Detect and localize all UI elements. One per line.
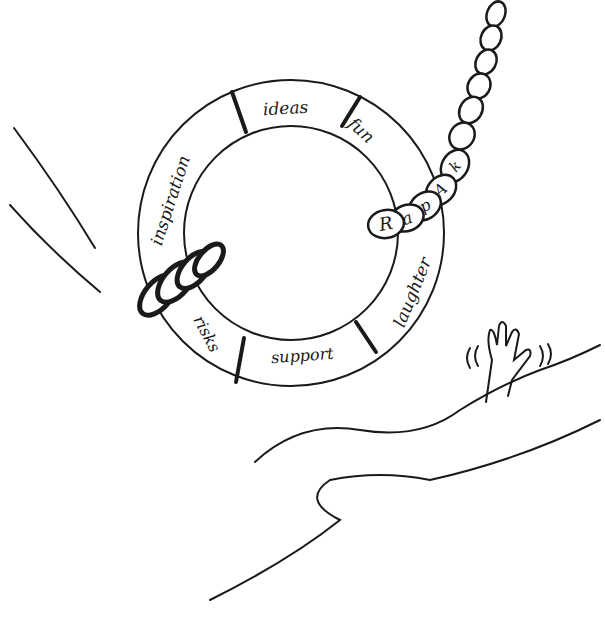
rope-bead-letter: R: [378, 214, 394, 234]
wave-line: [255, 345, 600, 462]
segment-divider: [236, 338, 244, 382]
rope: [366, 0, 509, 241]
segment-divider: [232, 92, 246, 132]
ring-segment-label: ideas: [262, 98, 308, 117]
ring-segment-label: support: [270, 346, 334, 366]
wave-mark: [540, 346, 543, 366]
motion-line: [14, 128, 95, 248]
segment-divider: [356, 322, 376, 352]
ring-inner: [184, 126, 398, 340]
wave-line: [210, 420, 600, 600]
rope-tie: [133, 239, 229, 322]
waving-hand: [486, 322, 531, 402]
motion-line: [10, 205, 100, 292]
wave-mark: [548, 344, 551, 364]
wave-mark: [467, 348, 470, 368]
ring-outer: [138, 80, 444, 386]
wave-mark: [475, 346, 478, 366]
